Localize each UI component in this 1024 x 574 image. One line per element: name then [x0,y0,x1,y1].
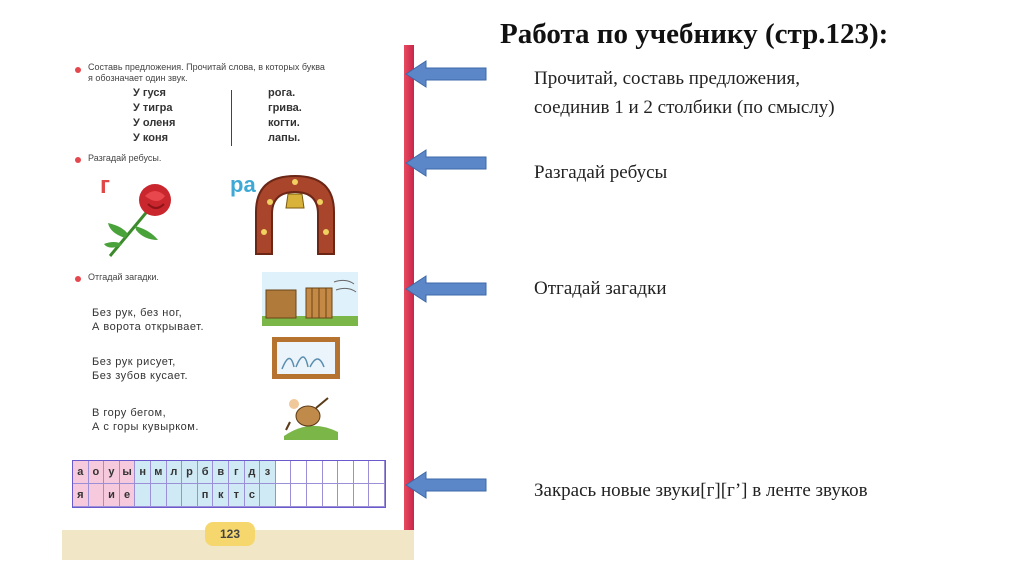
sound-tape-cell: н [135,461,151,484]
task-text: Отгадай загадки [534,278,667,299]
sound-tape-cell [88,484,105,507]
sound-tape-cell: о [88,461,105,484]
sound-tape-cell [353,461,370,484]
task-text: Закрась новые звуки[г][г’] в ленте звуко… [534,480,868,501]
right-word: лапы. [268,132,301,144]
sound-tape-cell [166,484,183,507]
sound-tape-cell [275,484,292,507]
riddle-line: Без рук, без ног, [92,307,183,319]
sound-tape-cell [182,484,198,507]
bullet-icon [75,157,81,163]
sound-tape-cell [260,484,276,507]
bullet-icon [75,67,81,73]
sound-tape-cell: т [229,484,245,507]
section1-instruction-1: Составь предложения. Прочитай слова, в к… [88,62,325,72]
page-number: 123 [205,522,255,546]
sound-tape-cell: е [119,484,136,507]
sled-boy-icon [284,397,338,440]
arrow-left-icon [405,60,487,88]
section1-instruction-2: я обозначает один звук. [88,73,188,83]
sound-tape-cell [307,484,323,507]
sound-tape-cell [322,484,339,507]
task-line: соединив 1 и 2 столбики (по смыслу) [534,97,835,118]
wind-gate-icon [262,272,358,326]
sound-tape-cell: ы [119,461,136,484]
sound-tape-cell: р [182,461,198,484]
sound-tape-cell [353,484,370,507]
sound-tape-cell: к [213,484,229,507]
sound-tape-cell [369,461,385,484]
left-word: У коня [133,132,169,144]
sound-tape-cell [291,484,307,507]
frost-window-icon [272,337,340,379]
rose-icon [104,184,171,257]
riddle-line: А с горы кувырком. [92,421,199,433]
right-word: рога. [268,87,296,99]
rebus-letter-g: г [100,172,110,199]
sound-tape-cell: с [244,484,261,507]
sound-tape-cell: п [197,484,214,507]
sound-tape-cell [338,461,354,484]
sound-tape-cell: з [260,461,276,484]
arrow-left-icon [405,149,487,177]
riddle-line: Без рук рисует, [92,356,176,368]
riddle-line: А ворота открывает. [92,321,205,333]
arrow-left-icon [405,275,487,303]
column-divider [231,90,232,146]
left-word: У оленя [133,117,176,129]
sound-tape-cell: у [104,461,120,484]
sound-tape-cell [307,461,323,484]
sound-tape-cell: б [197,461,214,484]
rebus-letters-ra: ра [230,172,256,197]
riddle-line: В гору бегом, [92,407,167,419]
sound-tape-cell: в [213,461,229,484]
sound-tape-cell [275,461,292,484]
task-text: Разгадай ребусы [534,162,668,183]
sound-tape-cell: а [73,461,89,484]
sound-tape-cell: д [244,461,261,484]
sound-tape-cell: м [151,461,167,484]
sound-tape-cell [369,484,385,507]
sound-tape-cell: и [104,484,120,507]
sound-tape-cell [338,484,354,507]
riddle-line: Без зубов кусает. [92,370,189,382]
sound-tape-cell: л [166,461,183,484]
left-word: У гуся [133,87,166,99]
right-word: грива. [268,102,302,114]
task-text: Прочитай, составь предложения, соединив … [534,64,835,122]
slide-title: Работа по учебнику (стр.123): [500,18,889,50]
left-word: У тигра [133,102,173,114]
section2-instruction: Разгадай ребусы. [88,153,162,163]
sound-tape-cell [291,461,307,484]
task-line: Прочитай, составь предложения, [534,68,800,89]
arrow-left-icon [405,471,487,499]
sound-tape-cell [322,461,339,484]
sound-tape-cell: г [229,461,245,484]
right-word: когти. [268,117,300,129]
sound-tape-cell: я [73,484,89,507]
horse-arch-icon [255,174,335,255]
sound-tape-cell [135,484,151,507]
section3-instruction: Отгадай загадки. [88,272,159,282]
bullet-icon [75,276,81,282]
sound-tape-cell [151,484,167,507]
